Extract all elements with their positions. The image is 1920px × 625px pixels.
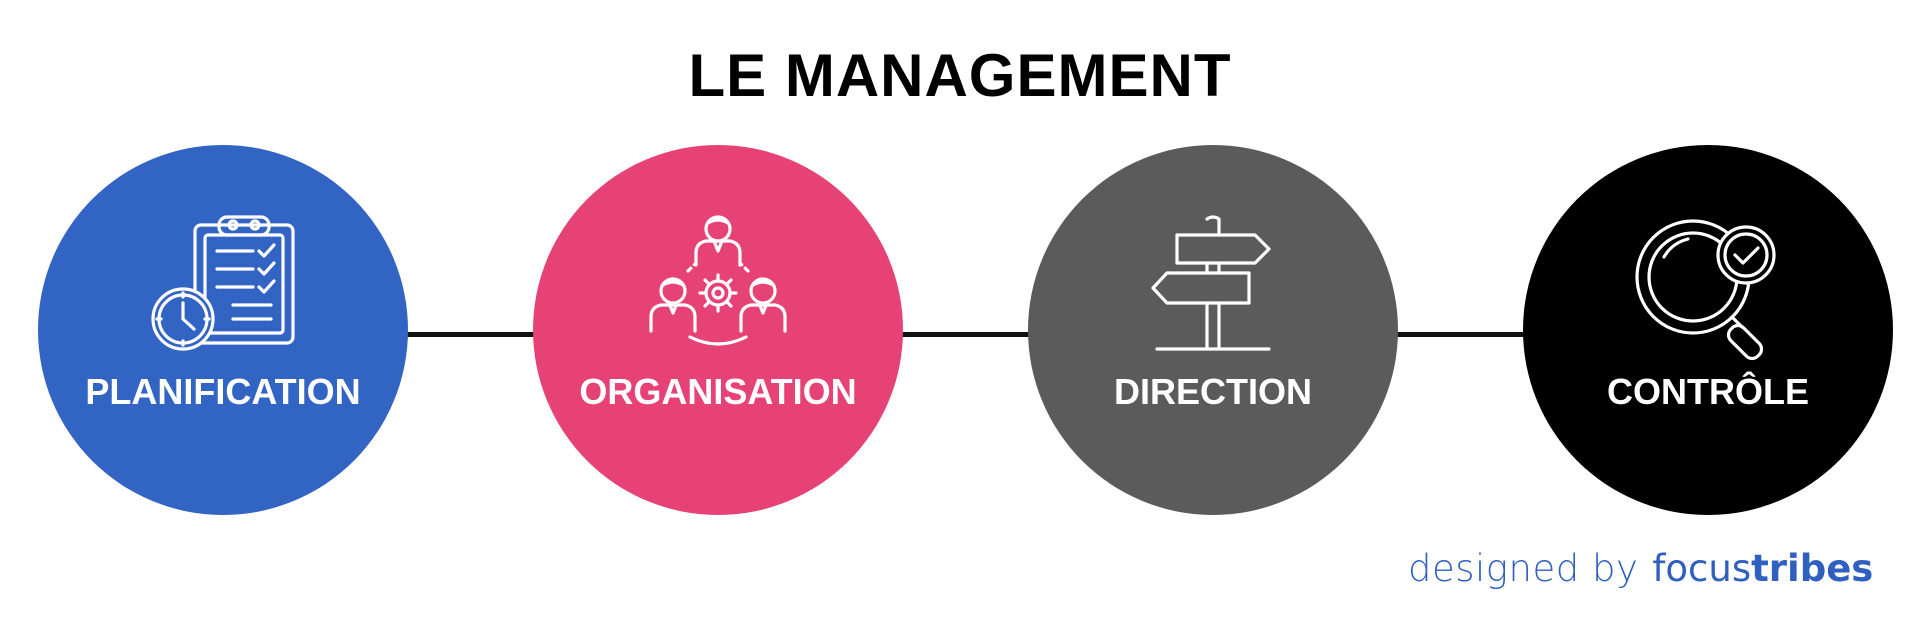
connector-line	[900, 332, 1030, 337]
step-label: CONTRÔLE	[1607, 371, 1809, 412]
brand-name-part1: focus	[1652, 547, 1752, 590]
connector-line	[1395, 332, 1525, 337]
page-title: LE MANAGEMENT	[688, 42, 1232, 109]
credit-prefix: designed by	[1408, 547, 1639, 590]
team-gear-icon	[628, 213, 808, 363]
step-circle-organisation: ORGANISATION	[533, 145, 903, 515]
brand-name-part2: tribes	[1751, 547, 1874, 590]
step-label: PLANIFICATION	[85, 371, 361, 412]
clipboard-clock-icon	[133, 213, 313, 363]
step-label: DIRECTION	[1114, 371, 1312, 412]
connector-line	[405, 332, 535, 337]
designed-by-credit: designed by focustribes	[1408, 546, 1873, 592]
magnifier-check-icon	[1618, 213, 1798, 363]
step-circle-planification: PLANIFICATION	[38, 145, 408, 515]
step-circle-direction: DIRECTION	[1028, 145, 1398, 515]
step-circle-controle: CONTRÔLE	[1523, 145, 1893, 515]
signpost-icon	[1123, 213, 1303, 363]
step-label: ORGANISATION	[579, 371, 857, 412]
